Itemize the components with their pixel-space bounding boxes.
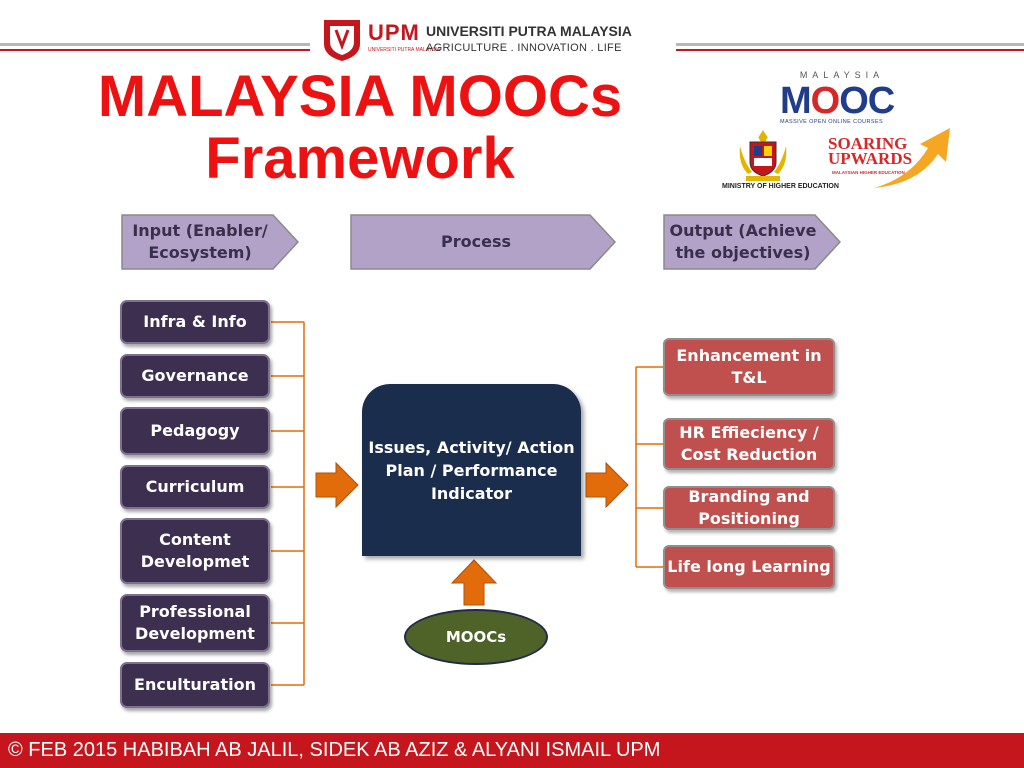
output-lifelong-learning: Life long Learning (663, 545, 835, 589)
arrow-right-icon (315, 461, 359, 509)
soaring-upwards-logo: SOARING UPWARDS (828, 134, 913, 168)
soaring-word-1: SOARING (828, 134, 908, 153)
input-enculturation: Enculturation (120, 662, 270, 708)
footer-copyright: © FEB 2015 HABIBAH AB JALIL, SIDEK AB AZ… (0, 733, 1024, 768)
input-infra-info: Infra & Info (120, 300, 270, 344)
stage-process: Process (350, 214, 616, 270)
stage-input-label: Input (Enabler/ Ecosystem) (132, 221, 268, 262)
header-divider-right (676, 43, 1024, 46)
mooc-logo-wordmark: MOOC (780, 80, 895, 123)
title-line-2: Framework (205, 126, 515, 191)
stage-process-label: Process (441, 232, 511, 251)
soaring-subtext: MALAYSIAN HIGHER EDUCATION (832, 170, 905, 175)
input-content-development: Content Developmet (120, 518, 270, 584)
input-curriculum: Curriculum (120, 465, 270, 509)
arrow-right-icon-2 (585, 461, 629, 509)
header-divider-left-red (0, 49, 310, 51)
coat-of-arms-icon (739, 130, 787, 181)
upm-shield-icon (324, 20, 360, 61)
input-professional-development: Professional Development (120, 594, 270, 652)
output-branding: Branding and Positioning (663, 486, 835, 530)
process-box: Issues, Activity/ Action Plan / Performa… (362, 384, 581, 556)
soaring-arrow-icon (874, 128, 950, 188)
upm-logo: UPM UNIVERSITI PUTRA MALAYSIA UNIVERSITI… (320, 16, 676, 64)
output-enhancement: Enhancement in T&L (663, 338, 835, 396)
title-line-1: MALAYSIA MOOCs (97, 64, 623, 129)
moocs-oval: MOOCs (404, 609, 548, 665)
stage-output: Output (Achieve the objectives) (663, 214, 841, 270)
input-governance: Governance (120, 354, 270, 398)
soaring-word-2: UPWARDS (828, 149, 913, 168)
page-title: MALAYSIA MOOCs Framework (70, 66, 650, 190)
header-divider-right-red (676, 49, 1024, 51)
header-divider-left (0, 43, 310, 46)
mooc-logo-tagline: MASSIVE OPEN ONLINE COURSES (780, 119, 884, 125)
output-hr-efficiency: HR Effieciency / Cost Reduction (663, 418, 835, 470)
arrow-up-icon (450, 559, 498, 606)
mooc-letters-oc: OC (839, 80, 895, 122)
mooc-letter-o: O (810, 80, 841, 122)
mooc-logo-country: MALAYSIA (799, 70, 885, 80)
upm-letters: UPM (368, 20, 420, 45)
mooc-letter-m: M (780, 80, 812, 122)
stage-output-label: Output (Achieve the objectives) (669, 221, 817, 262)
upm-subtext: UNIVERSITI PUTRA MALAYSIA (368, 47, 441, 53)
university-name: UNIVERSITI PUTRA MALAYSIA (426, 23, 632, 39)
stage-input: Input (Enabler/ Ecosystem) (121, 214, 299, 270)
university-tagline: AGRICULTURE . INNOVATION . LIFE (426, 42, 622, 54)
ministry-label: MINISTRY OF HIGHER EDUCATION (722, 183, 839, 190)
input-pedagogy: Pedagogy (120, 407, 270, 455)
